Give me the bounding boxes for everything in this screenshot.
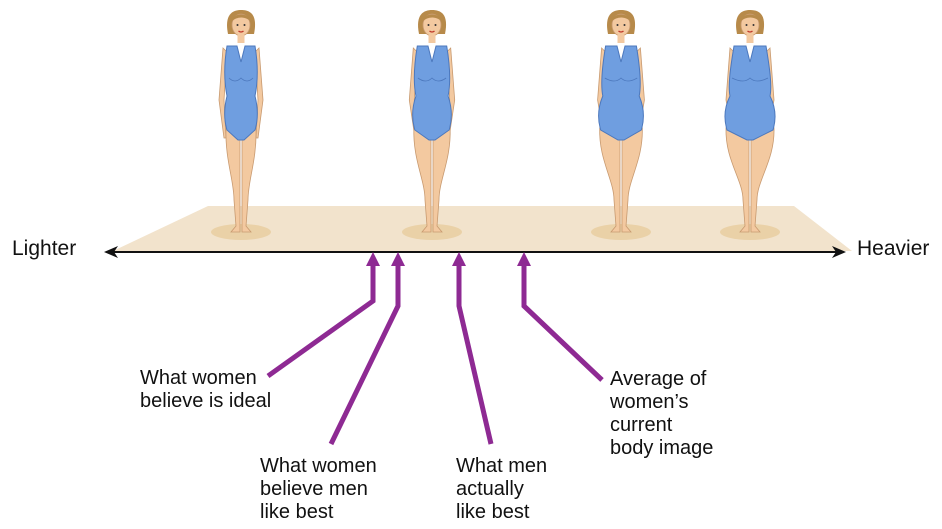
figure-1-thinnest [219,10,263,232]
figure-2 [409,10,454,232]
figure-3 [598,10,645,232]
figure-4-heaviest [725,10,775,232]
eye [435,24,437,26]
arrow-women-believe-men-like [331,252,405,444]
swimsuit [413,46,452,140]
eye [237,24,239,26]
eye [617,24,619,26]
what-women-believe-is-ideal: What women believe is ideal [140,367,271,413]
swimsuit [599,46,644,140]
swimsuit [225,46,258,140]
figure-shadow [402,224,462,240]
figure-shadow [720,224,780,240]
average-of-womens-current-body-image: Average of women’s current body image [610,368,713,460]
neck [618,35,625,43]
neck [238,35,245,43]
arrow-women-ideal [268,252,380,376]
neck [747,35,754,43]
axis-label-lighter: Lighter [12,236,76,262]
what-women-believe-men-like-best: What women believe men like best [260,455,377,524]
eye [428,24,430,26]
axis-label-heavier: Heavier [857,236,929,262]
arrow-average-womens-body-image [517,252,602,380]
eye [746,24,748,26]
eye [753,24,755,26]
neck [429,35,436,43]
swimsuit [725,46,775,140]
eye [624,24,626,26]
arrow-men-actually-like [452,252,491,444]
eye [244,24,246,26]
what-men-actually-like-best: What men actually like best [456,455,547,524]
figure-shadow [591,224,651,240]
figure-shadow [211,224,271,240]
